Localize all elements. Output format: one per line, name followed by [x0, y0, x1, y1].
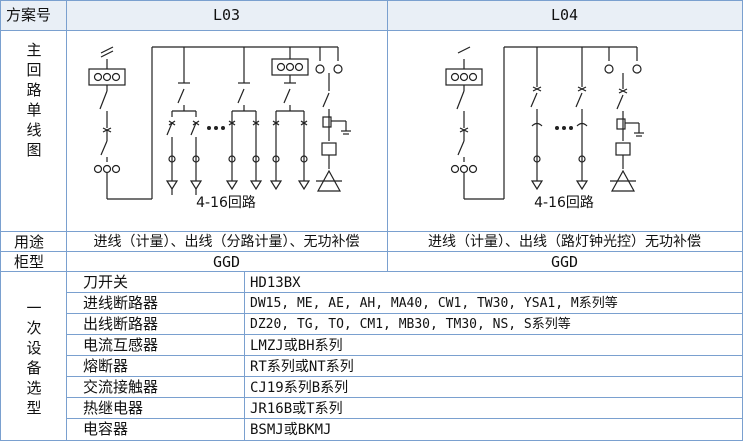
- equipment-name: 电流互感器: [83, 336, 159, 354]
- equipment-name: 电容器: [83, 420, 129, 438]
- equipment-model: JR16B或T系列: [250, 401, 343, 417]
- l04-circuit-caption: 4-16回路: [534, 195, 594, 209]
- l03-single-line-diagram: 4-16回路: [88, 46, 351, 209]
- equipment-model: BSMJ或BKMJ: [250, 422, 332, 438]
- header-row: [0, 0, 743, 30]
- equipment-name: 出线断路器: [83, 315, 159, 333]
- l03-feeder-group-3: [269, 47, 311, 191]
- equipment-model: HD13BX: [250, 275, 301, 291]
- cabinet-l04: GGD: [550, 253, 579, 271]
- scheme-l03-header: L03: [212, 6, 241, 24]
- usage-l04: 进线（计量）、出线（路灯钟光控）无功补偿: [428, 234, 701, 250]
- equipment-model: DW15, ME, AE, AH, MA40, CW1, TW30, YSA1,…: [250, 296, 618, 311]
- l04-incoming-feeder: [445, 46, 505, 200]
- equipment-model: RT系列或NT系列: [250, 359, 354, 375]
- equipment-name: 热继电器: [83, 399, 144, 417]
- equipment-name: 刀开关: [83, 273, 129, 291]
- main-circuit-label: 主 回 路 单 线 图: [26, 41, 42, 159]
- l03-circuit-caption: 4-16回路: [196, 195, 256, 209]
- equipment-name: 交流接触器: [83, 378, 159, 396]
- l04-single-line-diagram: 4-16回路: [445, 46, 644, 209]
- cabinet-label: 柜型: [14, 253, 45, 271]
- l03-capacitor-branch: [315, 47, 351, 192]
- scheme-number-label: 方案号: [6, 6, 52, 24]
- l03-feeder-group-2: [225, 47, 263, 191]
- equipment-name: 进线断路器: [83, 294, 159, 312]
- l03-feeder-group-1: [165, 47, 225, 195]
- equipment-model: DZ20, TG, TO, CM1, MB30, TM30, NS, S系列等: [250, 317, 571, 332]
- primary-equipment-label: 一 次 设 备 选 型: [26, 299, 42, 417]
- l04-feeder-2: [575, 47, 589, 191]
- equipment-model: CJ19系列B系列: [250, 380, 349, 396]
- scheme-l04-header: L04: [550, 6, 579, 24]
- l04-capacitor-branch: [604, 47, 644, 192]
- equipment-name: 熔断器: [83, 357, 129, 375]
- l03-incoming-feeder: [88, 46, 153, 200]
- usage-l03: 进线（计量）、出线（分路计量）、无功补偿: [93, 234, 360, 250]
- l04-feeder-1: [530, 47, 573, 191]
- cabinet-l03: GGD: [212, 253, 241, 271]
- usage-label: 用途: [14, 233, 45, 251]
- equipment-model: LMZJ或BH系列: [250, 338, 343, 354]
